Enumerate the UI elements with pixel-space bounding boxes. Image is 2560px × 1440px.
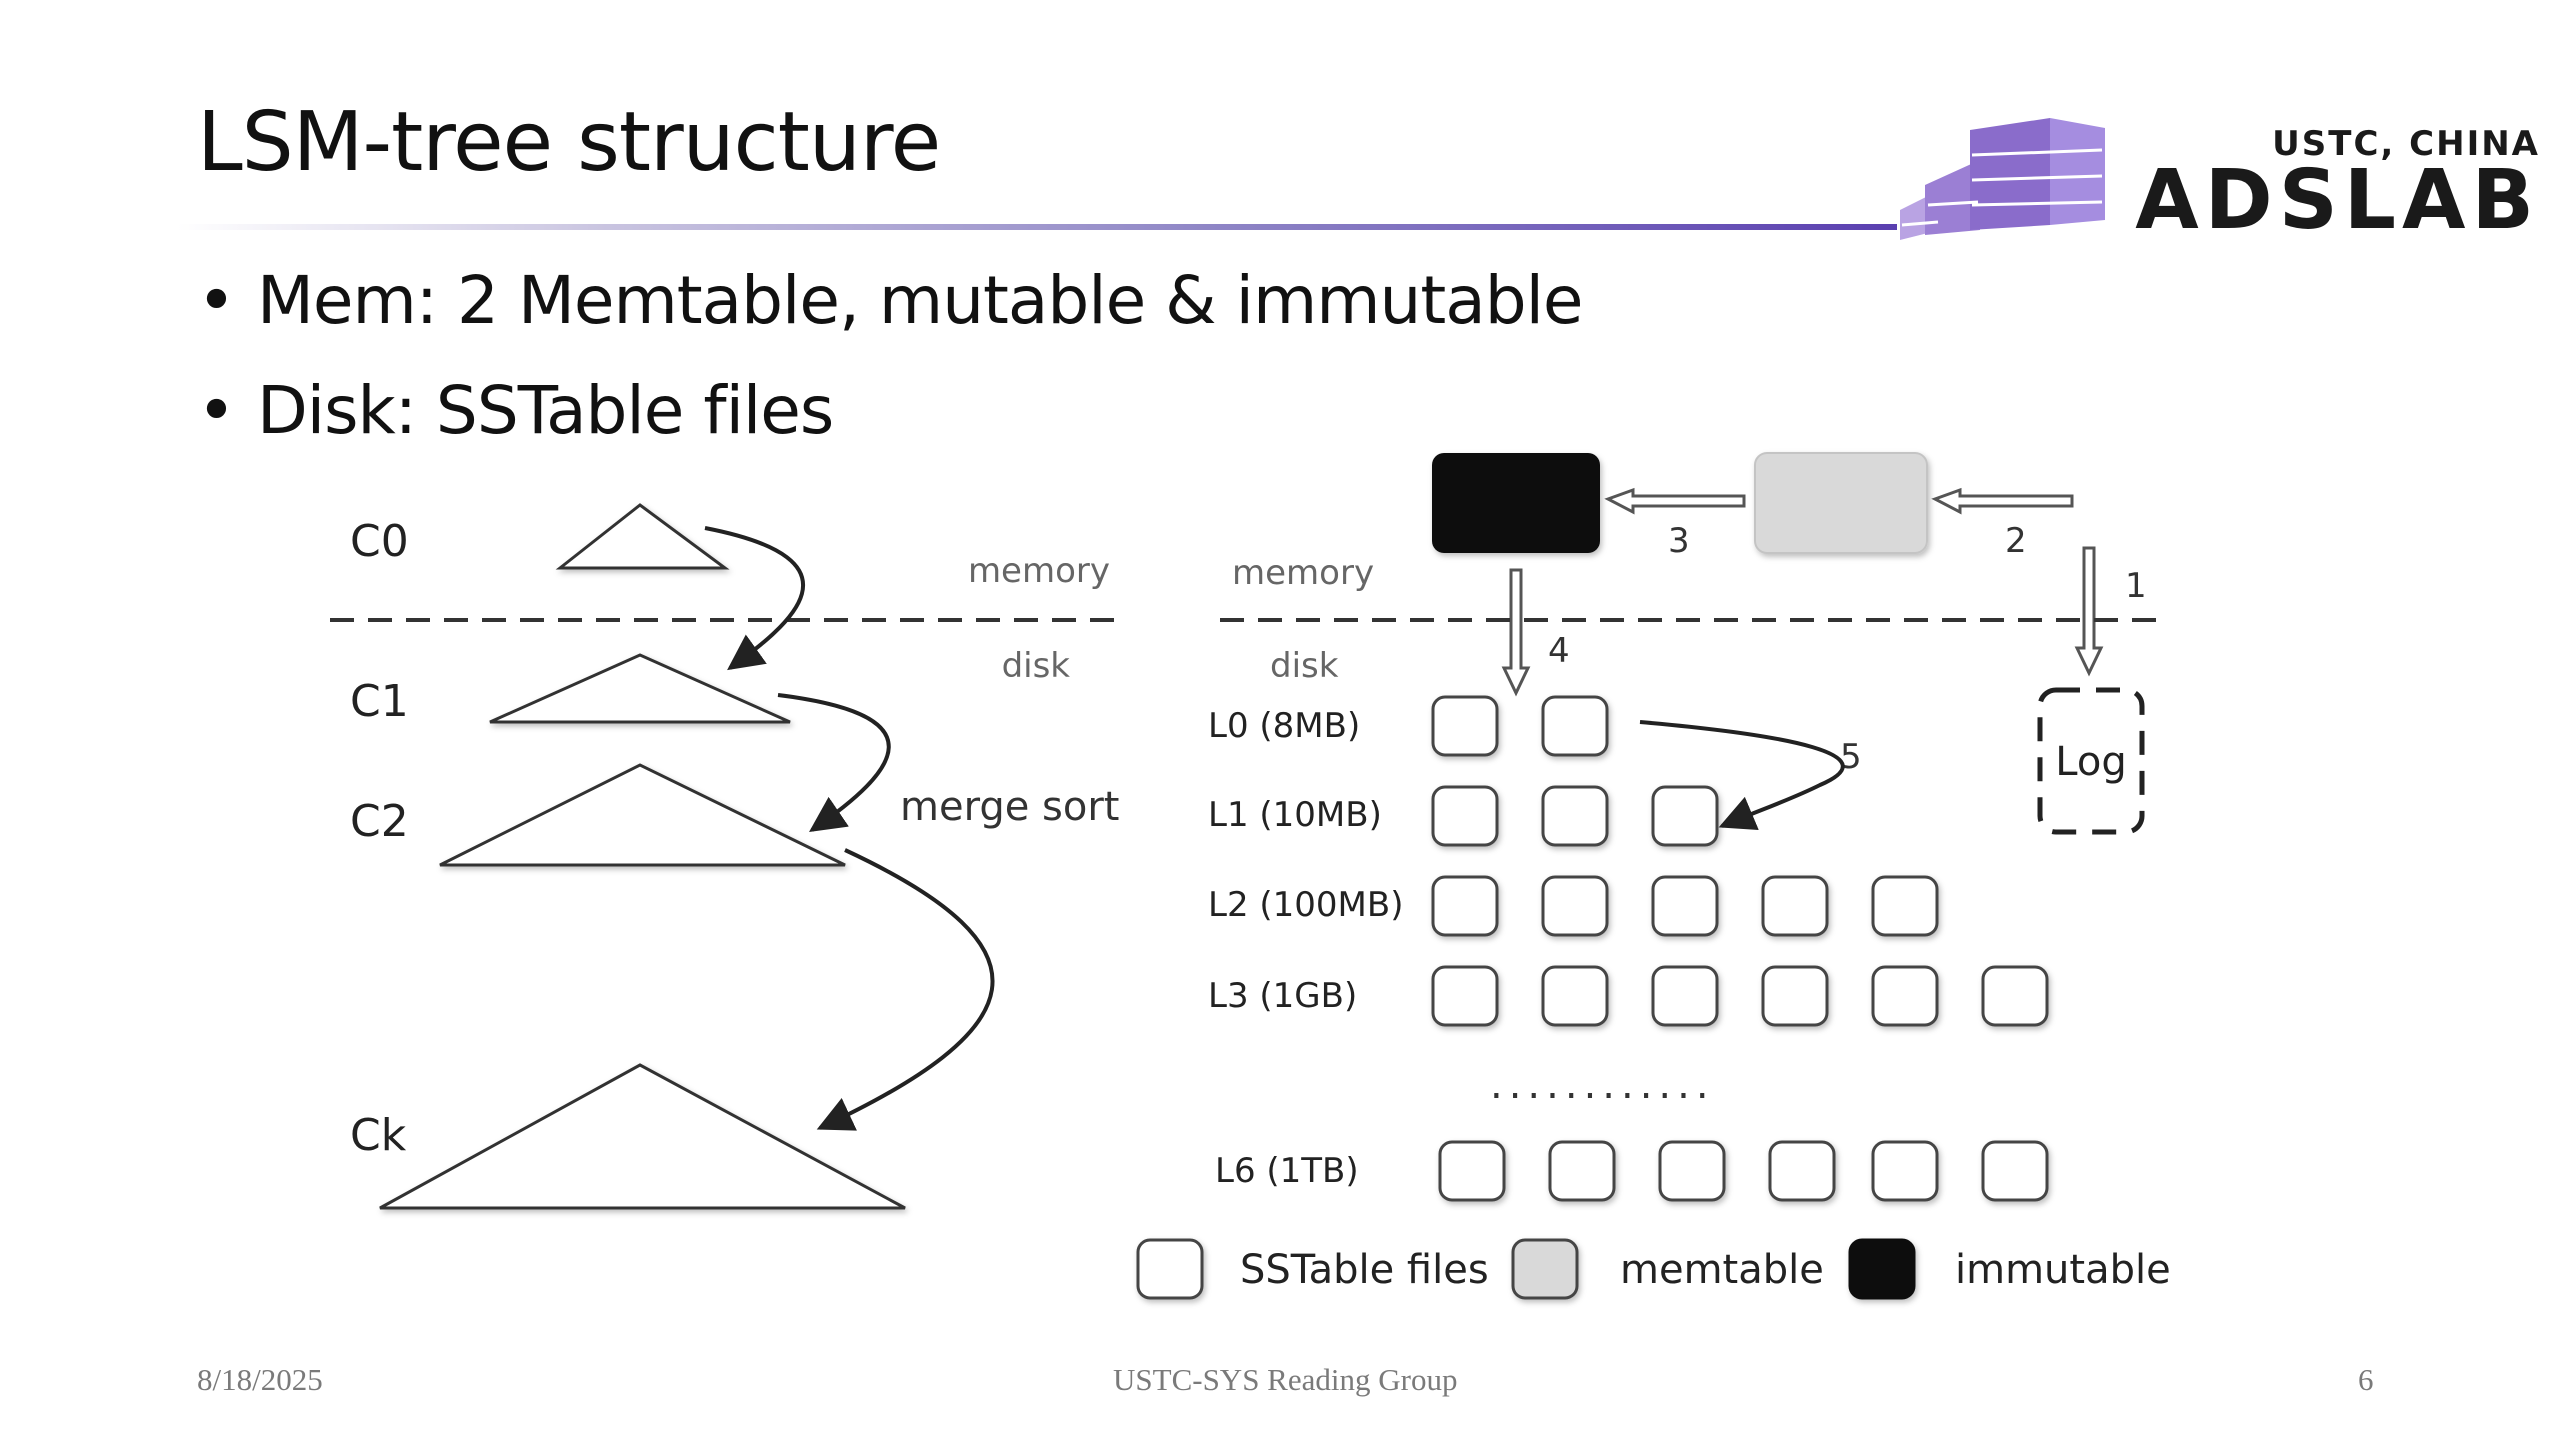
sstable-file — [1761, 965, 1829, 1027]
logo-main-text: ADSLAB — [2135, 153, 2540, 245]
hollow-arrow-step4 — [1501, 568, 1531, 697]
sstable-file — [1431, 695, 1499, 757]
level-label-l6: L6 (1TB) — [1215, 1151, 1359, 1191]
arrow-c1-to-c2 — [777, 693, 891, 833]
sstable-file — [1651, 965, 1719, 1027]
log-box — [2037, 687, 2145, 835]
sstable-file — [1871, 965, 1939, 1027]
sstable-file — [1541, 875, 1609, 937]
footer-date: 8/18/2025 — [197, 1362, 323, 1397]
level-label-l3: L3 (1GB) — [1208, 976, 1357, 1016]
legend-immutable-swatch — [1848, 1238, 1916, 1300]
bullet-text: Disk: SSTable files — [256, 372, 834, 449]
step-label-5: 5 — [1840, 737, 1862, 777]
level-label-c0: C0 — [350, 516, 409, 567]
arrow-c2-to-ck — [816, 848, 995, 1131]
sstable-file — [1871, 1140, 1939, 1202]
hollow-arrow-step3 — [1604, 487, 1746, 515]
sstable-file — [1431, 875, 1499, 937]
sstable-file — [1981, 965, 2049, 1027]
step-label-2: 2 — [2005, 521, 2027, 561]
logo-building-icon — [1900, 118, 2105, 240]
logo-top-text: USTC, CHINA — [2272, 124, 2540, 164]
legend-sstable-label: SSTable files — [1240, 1247, 1489, 1293]
sstable-file — [1651, 785, 1719, 847]
sstable-file — [1438, 1140, 1506, 1202]
triangle-ck — [379, 1063, 906, 1210]
memory-label-right: memory — [1232, 553, 1374, 593]
disk-label-right: disk — [1270, 646, 1339, 686]
legend-immutable-label: immutable — [1955, 1247, 2171, 1293]
hollow-arrow-step1 — [2074, 546, 2104, 677]
sstable-file — [1541, 965, 1609, 1027]
sstable-file — [1548, 1140, 1616, 1202]
sstable-file — [1541, 785, 1609, 847]
bullet-mem: • Mem: 2 Memtable, mutable & immutable — [197, 262, 1584, 339]
immutable-memtable-box — [1432, 453, 1600, 553]
bullet-disk: • Disk: SSTable files — [197, 372, 834, 449]
sstable-file — [1768, 1140, 1836, 1202]
memory-label-left: memory — [968, 551, 1110, 591]
bullet-dot: • — [197, 262, 236, 339]
sstable-file — [1981, 1140, 2049, 1202]
legend-memtable-label: memtable — [1620, 1247, 1824, 1293]
level-label-l1: L1 (10MB) — [1208, 795, 1382, 835]
step-label-3: 3 — [1668, 521, 1690, 561]
sstable-file — [1871, 875, 1939, 937]
triangle-c2 — [439, 763, 846, 867]
l6-files — [1438, 1140, 2049, 1202]
arrow-c0-to-c1 — [704, 526, 805, 671]
sstable-file — [1431, 965, 1499, 1027]
sstable-file — [1761, 875, 1829, 937]
slide-title: LSM-tree structure — [197, 95, 941, 190]
triangle-c0 — [555, 503, 730, 570]
level-label-l2: L2 (100MB) — [1208, 885, 1403, 925]
l0-files — [1431, 695, 1609, 757]
disk-label-left: disk — [1002, 646, 1071, 686]
step-label-4: 4 — [1548, 631, 1570, 671]
level-label-c1: C1 — [350, 676, 409, 727]
sstable-file — [1541, 695, 1609, 757]
legend-memtable-swatch — [1511, 1238, 1579, 1300]
left-diagram: C0 C1 C2 Ck memory disk merge sort — [330, 503, 1128, 1210]
hollow-arrow-step2 — [1931, 487, 2074, 515]
l2-files — [1431, 875, 1939, 937]
levels-ellipsis: ............ — [1490, 1062, 1715, 1108]
footer-center-text: USTC-SYS Reading Group — [1113, 1362, 1458, 1397]
bullet-text: Mem: 2 Memtable, mutable & immutable — [256, 262, 1584, 339]
legend: SSTable files memtable immutable — [1136, 1238, 2171, 1300]
bullet-dot: • — [197, 372, 236, 449]
merge-sort-label: merge sort — [900, 784, 1119, 830]
log-label: Log — [2055, 739, 2126, 785]
step-label-1: 1 — [2125, 566, 2147, 606]
arrow-l0-to-l1 — [1639, 720, 1845, 831]
sstable-file — [1658, 1140, 1726, 1202]
level-label-l0: L0 (8MB) — [1208, 706, 1360, 746]
l1-files — [1431, 785, 1719, 847]
adslab-logo: USTC, CHINA ADSLAB — [1900, 118, 2540, 245]
level-label-ck: Ck — [350, 1110, 407, 1161]
l3-files — [1431, 965, 2049, 1027]
mutable-memtable-box — [1754, 452, 1928, 554]
sstable-file — [1431, 785, 1499, 847]
level-label-c2: C2 — [350, 796, 409, 847]
triangle-c1 — [489, 653, 791, 724]
footer-page-number: 6 — [2358, 1362, 2374, 1397]
sstable-file — [1651, 875, 1719, 937]
title-underline — [177, 224, 1897, 230]
legend-sstable-swatch — [1136, 1238, 1204, 1300]
right-diagram: 1 2 3 4 5 memory disk L0 (8MB) L1 (10MB)… — [1136, 452, 2171, 1300]
